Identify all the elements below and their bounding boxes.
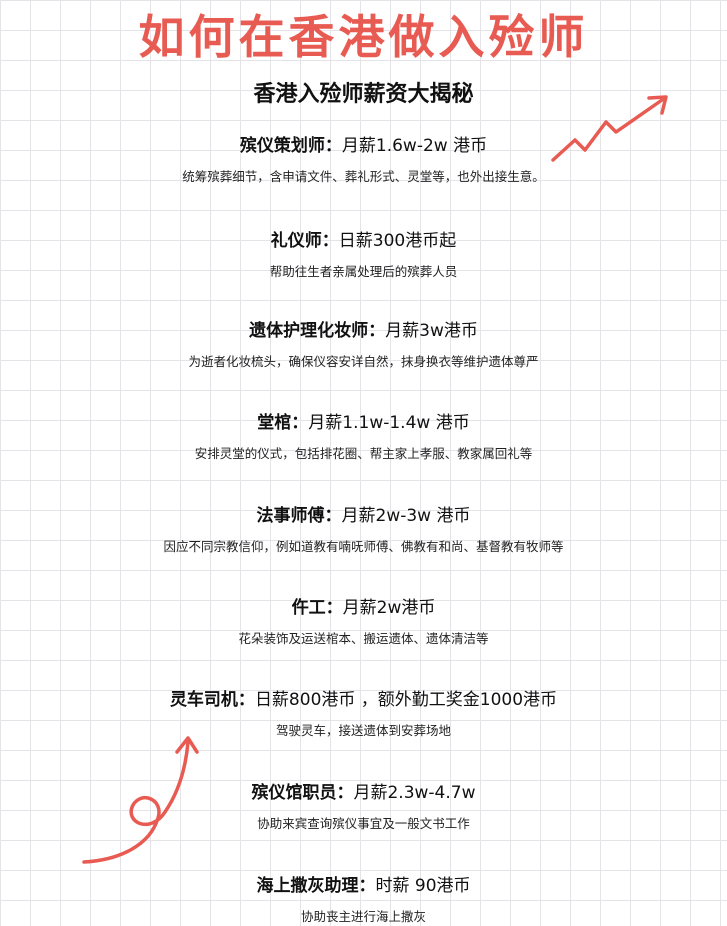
role-name: 殡仪馆职员： [251, 783, 354, 803]
role-description: 协助来宾查询殡仪事宜及一般文书工作 [257, 816, 470, 831]
role-description: 为逝者化妆梳头，确保仪容安详自然，抹身换衣等维护遗体尊严 [188, 354, 539, 369]
role-description: 驾驶灵车，接送遗体到安葬场地 [275, 723, 451, 738]
role-name: 海上撒灰助理： [256, 876, 376, 896]
role-salary: 月薪2w港币 [342, 598, 436, 618]
role-name: 遗体护理化妆师： [249, 321, 386, 341]
role-description: 花朵装饰及运送棺本、搬运遗体、遗体清洁等 [238, 631, 489, 646]
role-name: 法事师傅： [256, 506, 342, 526]
role-item: 殡仪馆职员：月薪2.3w-4.7w 协助来宾查询殡仪事宜及一般文书工作 [0, 781, 727, 833]
role-name: 堂棺： [257, 413, 309, 433]
page-title: 如何在香港做入殓师 [138, 10, 589, 64]
role-salary: 日薪800港币 ，额外勤工奖金1000港币 [254, 690, 558, 710]
role-item: 灵车司机：日薪800港币 ，额外勤工奖金1000港币 驾驶灵车，接送遗体到安葬场… [0, 688, 727, 740]
up-trend-arrow-icon [551, 95, 668, 162]
role-item: 法事师傅：月薪2w-3w 港币 因应不同宗教信仰，例如道教有喃呒师傅、佛教有和尚… [0, 504, 727, 556]
role-name: 殡仪策划师： [239, 136, 342, 156]
role-description: 帮助往生者亲属处理后的殡葬人员 [269, 264, 458, 279]
role-item: 礼仪师：日薪300港币起 帮助往生者亲属处理后的殡葬人员 [0, 229, 727, 281]
role-salary: 月薪2w-3w 港币 [341, 506, 471, 526]
role-salary: 月薪1.1w-1.4w 港币 [308, 413, 470, 433]
curly-arrow-icon [82, 736, 199, 864]
role-name: 灵车司机： [169, 690, 255, 710]
page-subtitle: 香港入殓师薪资大揭秘 [253, 82, 474, 107]
role-item: 海上撒灰助理：时薪 90港币 协助丧主进行海上撒灰 [0, 874, 727, 926]
role-name: 仵工： [291, 598, 343, 618]
role-salary: 时薪 90港币 [375, 876, 471, 896]
role-description: 统筹殡葬细节，含申请文件、葬礼形式、灵堂等，也外出接生意。 [182, 169, 545, 184]
role-name: 礼仪师： [270, 231, 339, 251]
role-item: 堂棺：月薪1.1w-1.4w 港币 安排灵堂的仪式，包括排花圈、帮主家上孝服、教… [0, 411, 727, 463]
role-salary: 月薪1.6w-2w 港币 [341, 136, 488, 156]
role-salary: 月薪2.3w-4.7w [353, 783, 476, 803]
role-description: 协助丧主进行海上撒灰 [300, 909, 426, 924]
role-salary: 日薪300港币起 [338, 231, 457, 251]
role-description: 因应不同宗教信仰，例如道教有喃呒师傅、佛教有和尚、基督教有牧师等 [163, 539, 564, 554]
role-item: 遗体护理化妆师：月薪3w港币 为逝者化妆梳头，确保仪容安详自然，抹身换衣等维护遗… [0, 319, 727, 371]
role-item: 仵工：月薪2w港币 花朵装饰及运送棺本、搬运遗体、遗体清洁等 [0, 596, 727, 648]
role-description: 安排灵堂的仪式，包括排花圈、帮主家上孝服、教家属回礼等 [194, 446, 533, 461]
role-salary: 月薪3w港币 [385, 321, 478, 341]
role-item: 殡仪策划师：月薪1.6w-2w 港币 统筹殡葬细节，含申请文件、葬礼形式、灵堂等… [0, 134, 727, 186]
